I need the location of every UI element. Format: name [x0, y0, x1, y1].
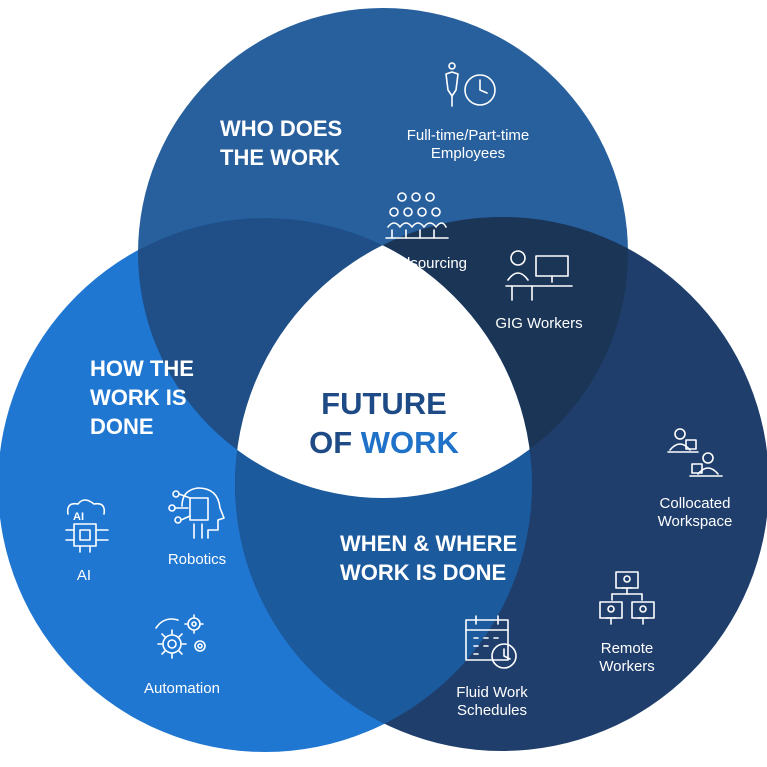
calendar-clock-icon	[465, 615, 517, 669]
automation-label: Automation	[144, 680, 220, 697]
robot-head-icon	[168, 487, 225, 539]
remote-workers-label-line1: Remote	[601, 640, 654, 657]
remote-screens-icon	[599, 571, 655, 625]
how-work-heading-line2: WORK IS	[90, 385, 187, 410]
gig-workers-label: GIG Workers	[495, 315, 582, 332]
ai-chip-glyph: AI	[73, 511, 84, 523]
center-title-line2: OF WORK	[309, 425, 459, 460]
center-title-of: OF	[309, 425, 352, 460]
ai-chip-icon: AI	[65, 499, 109, 553]
who-does-heading-line2: THE WORK	[220, 145, 340, 170]
gears-icon	[155, 614, 206, 659]
collocated-desks-icon	[667, 428, 723, 477]
how-work-heading-line3: DONE	[90, 414, 154, 439]
desk-worker-icon	[505, 250, 573, 301]
person-clock-icon	[445, 62, 496, 107]
when-where-heading-line2: WORK IS DONE	[340, 560, 506, 585]
how-work-heading-line1: HOW THE	[90, 356, 194, 381]
full-time-label-line1: Full-time/Part-time	[407, 127, 530, 144]
robotics-label: Robotics	[168, 551, 226, 568]
collocated-label-line1: Collocated	[660, 495, 731, 512]
center-title-work: WORK	[361, 425, 460, 460]
when-where-heading-line1: WHEN & WHERE	[340, 531, 517, 556]
center-title-line1: FUTURE	[321, 386, 447, 421]
fluid-schedules-label-line2: Schedules	[457, 702, 527, 719]
remote-workers-label-line2: Workers	[599, 658, 655, 675]
crowdsourcing-label: Crowdsourcing	[367, 255, 467, 272]
who-does-heading-line1: WHO DOES	[220, 116, 342, 141]
fluid-schedules-label-line1: Fluid Work	[456, 684, 528, 701]
crowd-icon	[385, 192, 449, 239]
collocated-label-line2: Workspace	[658, 513, 733, 530]
full-time-label-line2: Employees	[431, 145, 505, 162]
ai-label: AI	[77, 567, 91, 584]
